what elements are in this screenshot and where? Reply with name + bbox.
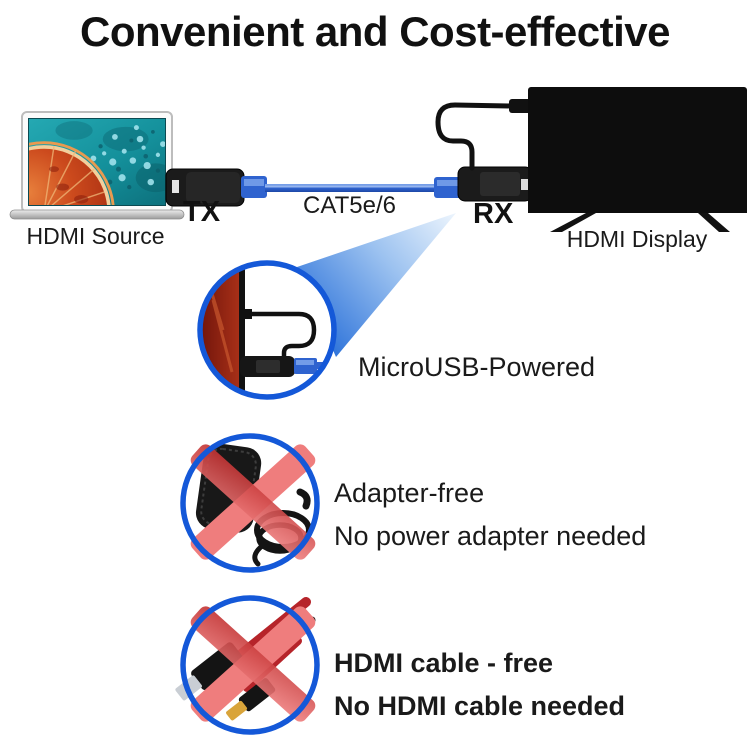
tv-hdmi-display-image <box>528 87 747 232</box>
feature-adapter-free-title: Adapter-free <box>334 478 485 508</box>
no-hdmi-cable-icon <box>175 595 320 735</box>
tx-extender-unit <box>165 168 267 207</box>
rj45-connector-icon <box>241 176 267 198</box>
cat5e-cable <box>265 184 461 192</box>
cross-out-icon <box>190 444 316 560</box>
rx-label: RX <box>473 198 514 230</box>
feature-hdmi-cable-free-title: HDMI cable - free <box>334 648 554 678</box>
feature-adapter-free-subtitle: No power adapter needed <box>334 521 647 551</box>
rx-extender-unit <box>434 166 533 202</box>
feature-hdmi-cable-free-subtitle: No HDMI cable needed <box>334 691 626 721</box>
hdmi-display-label: HDMI Display <box>566 226 708 252</box>
zoom-cone <box>297 213 456 357</box>
hdmi-source-label: HDMI Source <box>26 223 165 249</box>
feature-microusb-powered: MicroUSB-Powered <box>358 352 596 382</box>
no-power-adapter-icon <box>180 433 320 573</box>
cross-out-icon <box>190 606 316 722</box>
rj45-connector-icon <box>434 177 462 198</box>
laptop-hdmi-source-image <box>9 111 185 220</box>
page-title: Convenient and Cost-effective <box>80 8 670 55</box>
tx-label: TX <box>183 196 221 228</box>
micro-usb-cable <box>435 99 535 171</box>
cat5e-cable-label: CAT5e/6 <box>303 192 396 219</box>
